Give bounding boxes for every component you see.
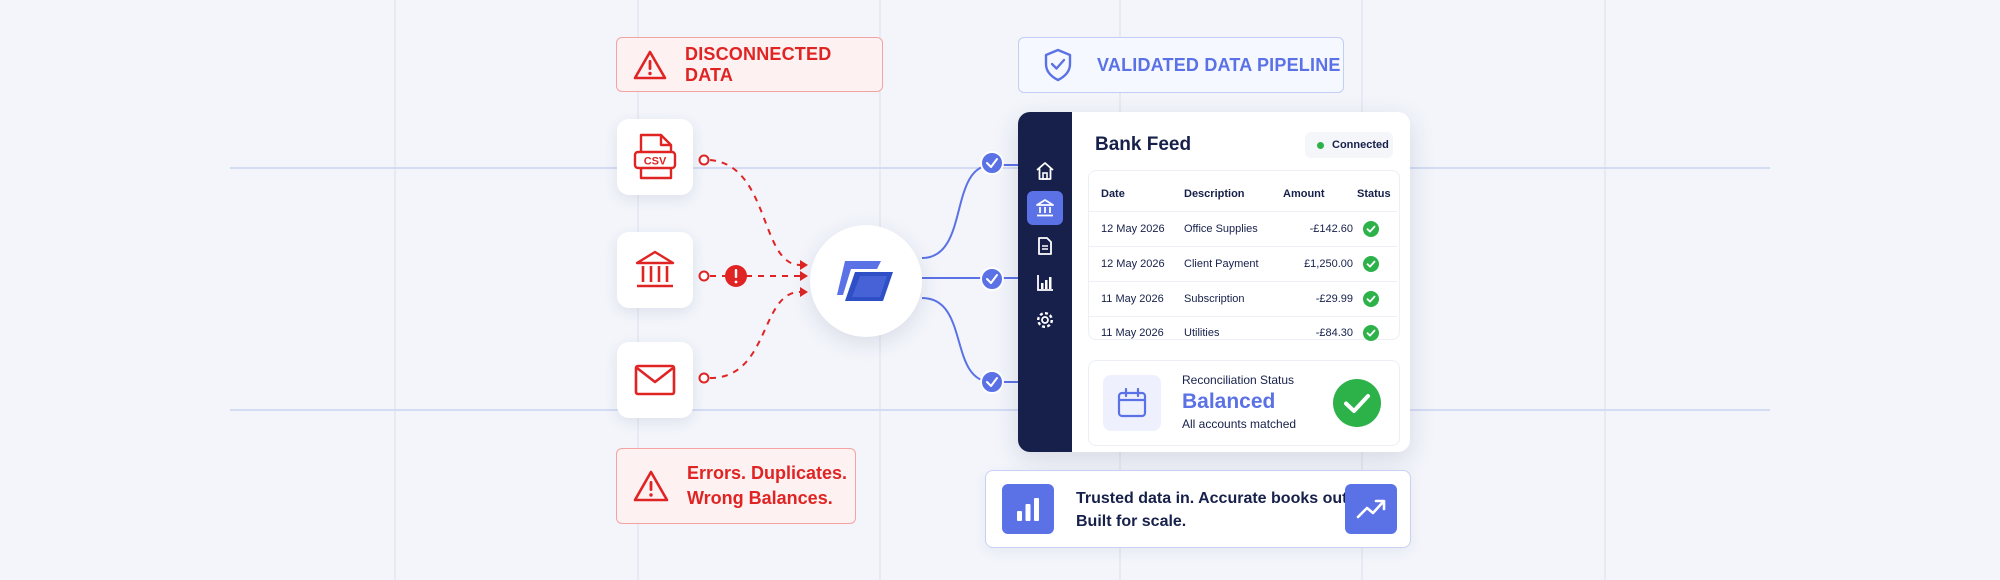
bank-icon [1036, 199, 1054, 217]
connection-status-text: Connected [1332, 139, 1389, 151]
column-header-date: Date [1101, 188, 1125, 200]
row-amount: £1,250.00 [1304, 258, 1353, 270]
row-amount: -£84.30 [1315, 327, 1353, 339]
connection-status-badge: Connected [1305, 132, 1393, 158]
csv-file-icon: CSV [633, 133, 677, 180]
sidebar-settings[interactable] [1027, 303, 1063, 337]
column-header-status: Status [1357, 188, 1391, 200]
trend-up-icon [1356, 499, 1386, 519]
errors-line-1: Errors. Duplicates. [687, 463, 848, 483]
transactions-table: Date Description Amount Status 12 May 20… [1088, 170, 1400, 341]
row-date: 12 May 2026 [1101, 223, 1165, 235]
reconciliation-label: Reconciliation Status [1182, 373, 1295, 387]
disconnected-data-label: DISCONNECTED DATA [616, 37, 883, 92]
balanced-check-icon [1333, 379, 1381, 427]
document-icon [1038, 237, 1052, 255]
sidebar-bank[interactable] [1027, 191, 1063, 225]
validated-pipeline-label: VALIDATED DATA PIPELINE [1018, 37, 1344, 93]
bank-feed-title: Bank Feed [1095, 134, 1192, 155]
banner-text: Trusted data in. Accurate books out. Bui… [1076, 487, 1352, 533]
pipeline-hub[interactable] [810, 225, 922, 337]
bank-icon [635, 250, 675, 288]
row-date: 11 May 2026 [1101, 327, 1164, 339]
trusted-data-banner: Trusted data in. Accurate books out. Bui… [985, 470, 1411, 548]
home-icon [1036, 162, 1054, 180]
bar-chart-icon [1017, 498, 1039, 521]
row-date: 12 May 2026 [1101, 258, 1165, 270]
row-amount: -£29.99 [1315, 293, 1353, 305]
banner-line-2: Built for scale. [1076, 513, 1187, 530]
row-divider [1089, 246, 1397, 247]
bar-chart-icon-box [1002, 484, 1054, 534]
row-divider [1089, 281, 1397, 282]
validated-pipeline-text: VALIDATED DATA PIPELINE [1097, 54, 1341, 75]
status-check-icon [1363, 221, 1379, 237]
shield-check-icon [1044, 48, 1072, 82]
email-icon [634, 364, 676, 396]
status-check-icon [1363, 325, 1379, 341]
reconciliation-value: Balanced [1182, 390, 1276, 413]
csv-icon-label: CSV [644, 156, 667, 168]
reconciliation-card: Reconciliation Status Balanced All accou… [1088, 360, 1400, 446]
bank-feed-panel: Bank Feed Connected Date Description Amo… [1018, 112, 1410, 452]
settings-icon [1036, 311, 1054, 329]
calendar-icon-box [1103, 375, 1161, 431]
row-divider [1089, 211, 1397, 212]
row-divider [1089, 316, 1397, 317]
status-check-icon [1363, 291, 1379, 307]
row-date: 11 May 2026 [1101, 293, 1164, 305]
sidebar-reports[interactable] [1027, 266, 1063, 300]
csv-source-tile[interactable]: CSV [617, 119, 693, 195]
logo-icon [837, 261, 893, 301]
column-header-description: Description [1184, 188, 1245, 200]
sidebar-documents[interactable] [1027, 229, 1063, 263]
status-check-icon [1363, 256, 1379, 272]
email-source-tile[interactable] [617, 342, 693, 418]
warning-icon [633, 50, 667, 79]
errors-line-2: Wrong Balances. [687, 488, 833, 508]
row-description: Subscription [1184, 293, 1245, 305]
row-amount: -£142.60 [1309, 223, 1353, 235]
row-description: Client Payment [1184, 258, 1259, 270]
banner-line-1: Trusted data in. Accurate books out. [1076, 490, 1352, 507]
sidebar-home[interactable] [1027, 154, 1063, 188]
chart-icon [1037, 275, 1053, 291]
warning-icon [633, 470, 669, 502]
calendar-icon [1117, 387, 1147, 418]
reconciliation-subtext: All accounts matched [1182, 417, 1297, 431]
app-sidebar [1018, 112, 1072, 452]
column-header-amount: Amount [1283, 188, 1325, 200]
disconnected-data-text: DISCONNECTED DATA [685, 43, 832, 85]
row-description: Office Supplies [1184, 223, 1258, 235]
errors-label: Errors. Duplicates. Wrong Balances. [616, 448, 856, 524]
status-dot [1317, 141, 1324, 149]
bank-source-tile[interactable] [617, 232, 693, 308]
row-description: Utilities [1184, 327, 1220, 339]
trend-icon-box [1345, 484, 1397, 534]
